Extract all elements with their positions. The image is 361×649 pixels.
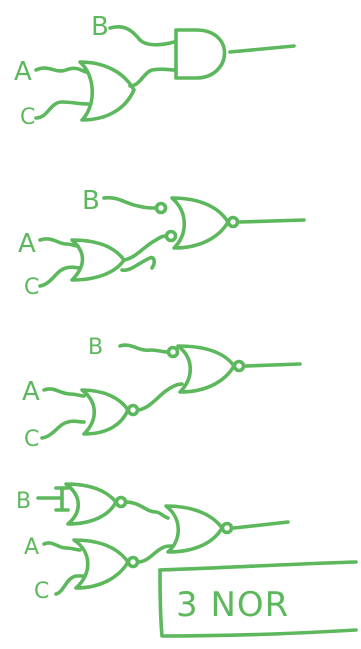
input-label-a: A <box>22 377 40 407</box>
nor-gate <box>80 388 130 436</box>
input-label-c: C <box>20 105 35 130</box>
inversion-bubble <box>166 345 180 359</box>
inversion-bubble <box>126 555 140 569</box>
wire-to-nor <box>136 382 184 412</box>
wire-c <box>38 265 82 288</box>
result-box-border <box>158 568 358 638</box>
result-box-top <box>158 560 358 572</box>
circuit-3: B A C <box>22 335 302 452</box>
input-label-a: A <box>24 535 39 560</box>
wire-a <box>34 66 88 74</box>
inversion-bubble <box>154 201 168 215</box>
wire-c <box>34 100 90 120</box>
wire-b <box>118 343 170 354</box>
inversion-bubble <box>232 359 246 373</box>
input-label-b: B <box>16 489 31 514</box>
circuit-1: B A C <box>14 12 296 130</box>
output-wire <box>228 44 296 54</box>
nor-gate <box>176 344 236 394</box>
nor-gate <box>170 196 230 250</box>
or-gate <box>78 60 136 122</box>
input-label-c: C <box>34 579 49 604</box>
wire-c <box>54 574 86 596</box>
output-wire <box>244 362 302 368</box>
wire-b <box>108 24 176 47</box>
scribble <box>120 255 156 273</box>
inversion-bubble <box>164 229 178 243</box>
inversion-bubble <box>114 495 128 509</box>
wire-c <box>40 419 86 440</box>
inversion-bubble <box>220 521 234 535</box>
and-gate <box>174 28 227 80</box>
input-label-b: B <box>91 12 109 42</box>
wire-top-to-nor <box>124 500 170 520</box>
circuit-2: B A C <box>18 186 306 300</box>
nor-gate <box>164 504 224 554</box>
input-label-c: C <box>24 427 39 452</box>
wire-bottom-to-nor <box>136 544 174 564</box>
nor-gate <box>72 538 130 590</box>
circuit-4: B A C <box>16 482 290 604</box>
output-wire <box>238 218 306 224</box>
output-wire <box>232 520 290 530</box>
wire-or-to-and <box>128 67 178 88</box>
wire-to-nor <box>122 234 168 262</box>
wire-a <box>38 237 80 248</box>
input-label-c: C <box>24 275 39 300</box>
inversion-bubble <box>226 215 240 229</box>
wire-a <box>42 541 82 552</box>
input-label-b: B <box>88 335 103 360</box>
result-box: 3 NOR <box>158 560 358 638</box>
wire-b <box>102 195 158 210</box>
input-label-a: A <box>18 229 36 259</box>
input-label-a: A <box>14 57 32 87</box>
nor-gate <box>64 482 118 526</box>
wire-b-split <box>54 486 70 512</box>
result-box-text: 3 NOR <box>176 585 289 625</box>
or-gate <box>70 238 126 282</box>
inversion-bubble <box>126 403 140 417</box>
input-label-b: B <box>82 186 100 216</box>
wire-a <box>42 387 86 398</box>
